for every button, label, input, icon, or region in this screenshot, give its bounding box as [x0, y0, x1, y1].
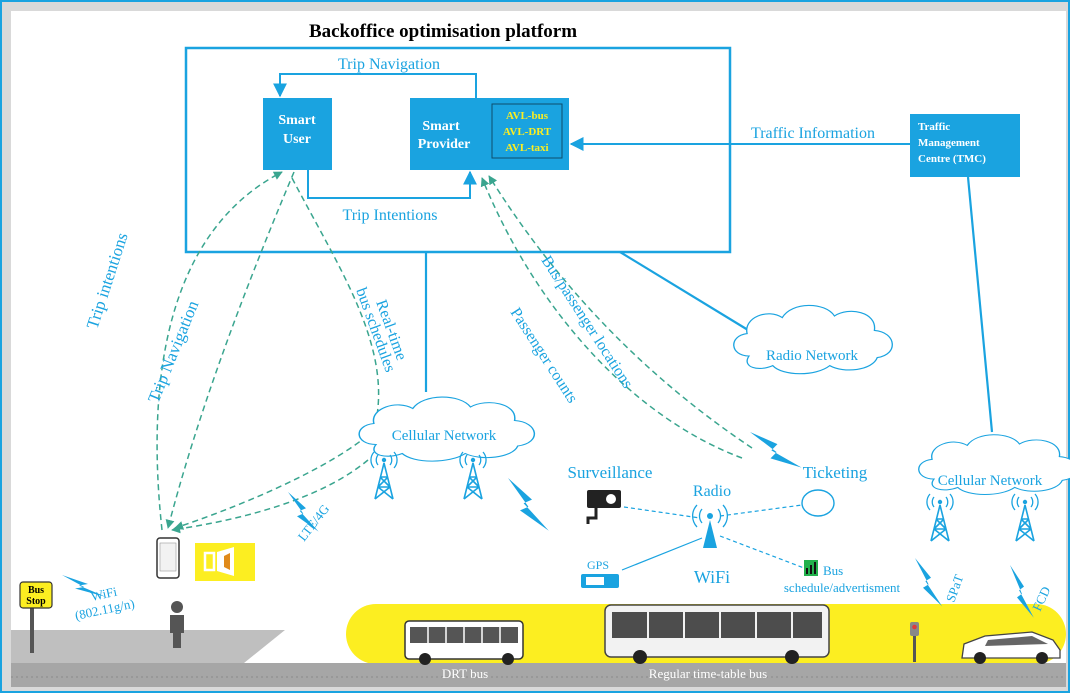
- cellular-network-right-label: Cellular Network: [938, 473, 1043, 489]
- avl-taxi: AVL-taxi: [505, 142, 548, 154]
- smart-user-line2: User: [283, 132, 311, 147]
- wifi-stop-label: WiFi: [90, 584, 119, 604]
- cellular-network-right-cloud: Cellular Network: [918, 434, 1070, 496]
- gps-icon: [581, 574, 619, 588]
- trip-navigation-flow: [165, 171, 295, 529]
- bus-stop-line2: Stop: [26, 596, 46, 607]
- tmc-line1: Traffic: [918, 121, 950, 133]
- trip-navigation-arrow: [273, 73, 477, 98]
- ticketing-cloud: [801, 489, 835, 517]
- trip-intentions-flow: [156, 171, 283, 531]
- page-title: Backoffice optimisation platform: [309, 21, 577, 42]
- ticketing-label: Ticketing: [803, 463, 868, 482]
- phone-icon: [156, 537, 180, 579]
- radio-hub-icon: [691, 504, 729, 548]
- display-icon: [195, 543, 255, 581]
- trip-intentions-arrow: [307, 170, 477, 199]
- sidewalk: [11, 630, 285, 663]
- avl-box: [491, 103, 563, 159]
- bus-stop-sign: [19, 581, 53, 653]
- bus-stop-line1: Bus: [28, 585, 44, 596]
- cellular-network-left-label: Cellular Network: [392, 428, 497, 444]
- avl-drt: AVL-DRT: [503, 126, 552, 138]
- camera-icon: [586, 490, 621, 524]
- bus-schedule-label-2: schedule/advertisment: [784, 580, 901, 595]
- drt-bus-icon: [404, 620, 524, 665]
- smart-provider-line1: Smart: [422, 119, 460, 134]
- wifi-label: WiFi: [694, 567, 730, 587]
- bus-schedule-label-1: Bus: [823, 563, 843, 578]
- car-icon: [961, 631, 1061, 664]
- smart-user-line1: Smart: [278, 113, 316, 128]
- tmc-box: [910, 114, 1020, 177]
- radio-network-cloud: Radio Network: [733, 304, 893, 375]
- radio-network-label: Radio Network: [766, 348, 859, 364]
- tmc-line2: Management: [918, 137, 980, 149]
- lte-flow: [171, 459, 369, 534]
- smart-provider-line2: Provider: [418, 137, 471, 152]
- traffic-light-icon: [910, 622, 919, 662]
- smart-user-box: [263, 98, 332, 170]
- gps-label: GPS: [587, 558, 609, 572]
- avl-bus: AVL-bus: [506, 110, 549, 122]
- radio-label: Radio: [693, 483, 731, 500]
- cellular-network-left-cloud: Cellular Network: [358, 396, 536, 462]
- trip-navigation-top-label: Trip Navigation: [338, 56, 440, 73]
- tmc-to-cellular-line: [966, 176, 994, 433]
- road: [11, 663, 1066, 687]
- trip-intentions-bottom-label: Trip Intentions: [343, 207, 438, 224]
- drt-bus-label: DRT bus: [442, 666, 488, 681]
- surveillance-label: Surveillance: [568, 463, 653, 482]
- signal-display-icon: [804, 560, 818, 576]
- passenger-counts-flow: [480, 177, 743, 459]
- regular-bus-label: Regular time-table bus: [649, 666, 767, 681]
- traffic-information-label: Traffic Information: [751, 125, 875, 142]
- person-icon: [170, 601, 184, 648]
- regular-bus-icon: [604, 604, 830, 664]
- platform-to-radio-line: [619, 251, 749, 331]
- tmc-line3: Centre (TMC): [918, 153, 986, 165]
